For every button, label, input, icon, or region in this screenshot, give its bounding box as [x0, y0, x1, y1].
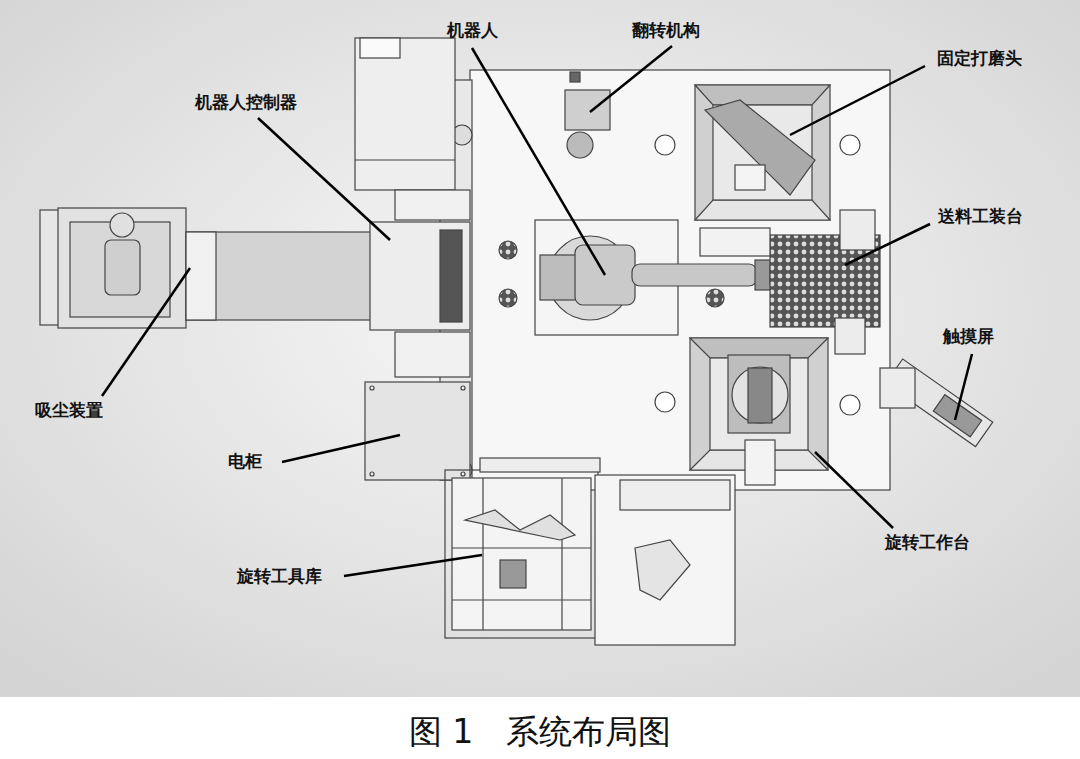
part-label: 机器人 — [447, 20, 498, 40]
part-label: 机器人控制器 — [195, 92, 297, 112]
part-label: 旋转工具库 — [237, 566, 322, 586]
equipment — [40, 38, 993, 645]
part-label: 翻转机构 — [632, 20, 700, 40]
part-label: 送料工装台 — [938, 206, 1023, 226]
part-label: 电柜 — [228, 451, 262, 471]
leader-lines — [102, 46, 972, 576]
background — [0, 0, 1080, 697]
part-label: 旋转工作台 — [885, 532, 970, 552]
part-label: 固定打磨头 — [937, 48, 1022, 68]
part-label: 触摸屏 — [943, 326, 994, 346]
part-label: 吸尘装置 — [35, 400, 103, 420]
figure-caption: 图 1 系统布局图 — [0, 712, 1080, 752]
